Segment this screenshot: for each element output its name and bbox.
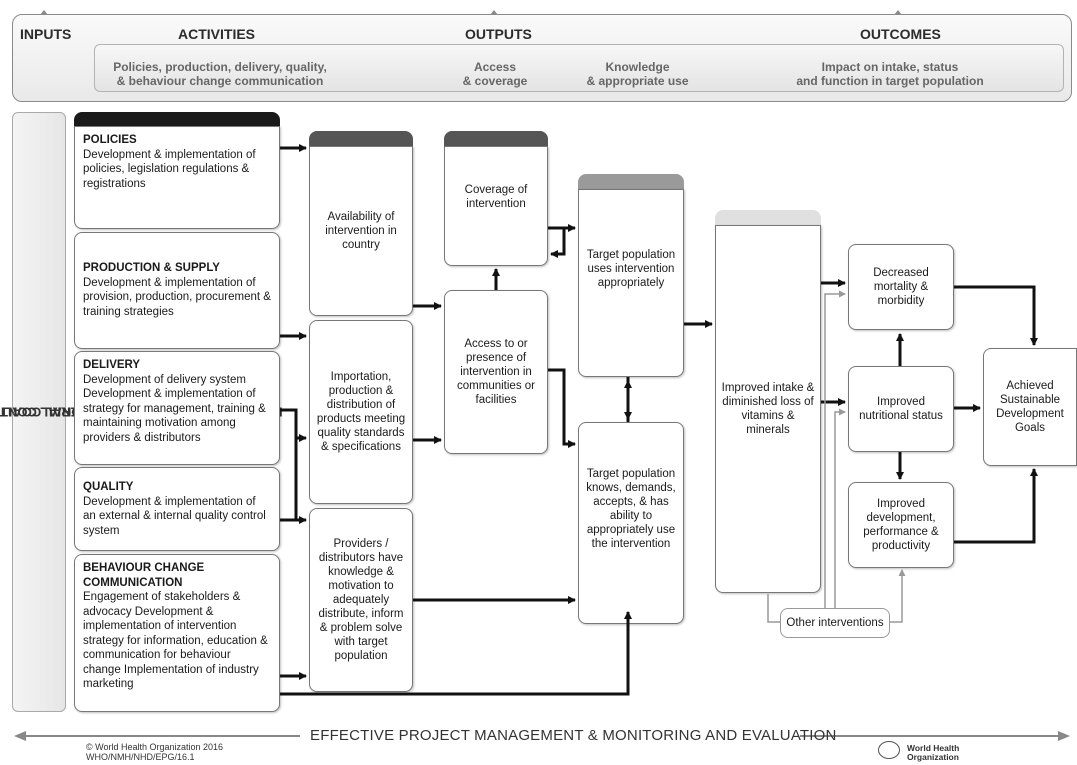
target-uses-box: Target population uses intervention appr… [578, 189, 684, 377]
knowledge-subtitle: Knowledge& appropriate use [586, 60, 689, 88]
intake-cap [715, 210, 821, 226]
activities-heading: ACTIVITIES [178, 26, 256, 42]
coverage-cap [444, 131, 548, 147]
inputs-heading: INPUTS [20, 26, 72, 42]
outcomes-heading: OUTCOMES [860, 26, 941, 42]
header-subband [94, 44, 1064, 92]
availability-cap [309, 131, 413, 147]
providers-box: Providers / distributors have knowledge … [309, 508, 413, 692]
access-box: Access to or presence of intervention in… [444, 290, 548, 454]
nutritional-status-box: Improved nutritional status [848, 366, 954, 452]
improved-development-box: Improved development, performance & prod… [848, 482, 954, 568]
decreased-mortality-box: Decreased mortality & morbidity [848, 244, 954, 330]
inputs-sidebar [12, 112, 66, 712]
uses-cap [578, 174, 684, 190]
footer-title: EFFECTIVE PROJECT MANAGEMENT & MONITORIN… [310, 727, 837, 744]
outputs-heading: OUTPUTS [465, 26, 532, 42]
improved-intake-box: Improved intake & diminished loss of vit… [715, 225, 821, 593]
other-interventions-box: Other interventions [780, 608, 890, 638]
importation-box: Importation, production & distribution o… [309, 320, 413, 504]
access-subtitle: Access& coverage [462, 60, 528, 88]
coverage-box: Coverage of intervention [444, 146, 548, 266]
activities-subtitle: Policies, production, delivery, quality,… [113, 60, 327, 88]
activities-cap [74, 112, 280, 128]
availability-box: Availability of intervention in country [309, 146, 413, 316]
target-knows-box: Target population knows, demands, accept… [578, 422, 684, 624]
who-logo-icon [878, 741, 900, 759]
sdg-box: Achieved Sustainable Development Goals [983, 348, 1077, 466]
